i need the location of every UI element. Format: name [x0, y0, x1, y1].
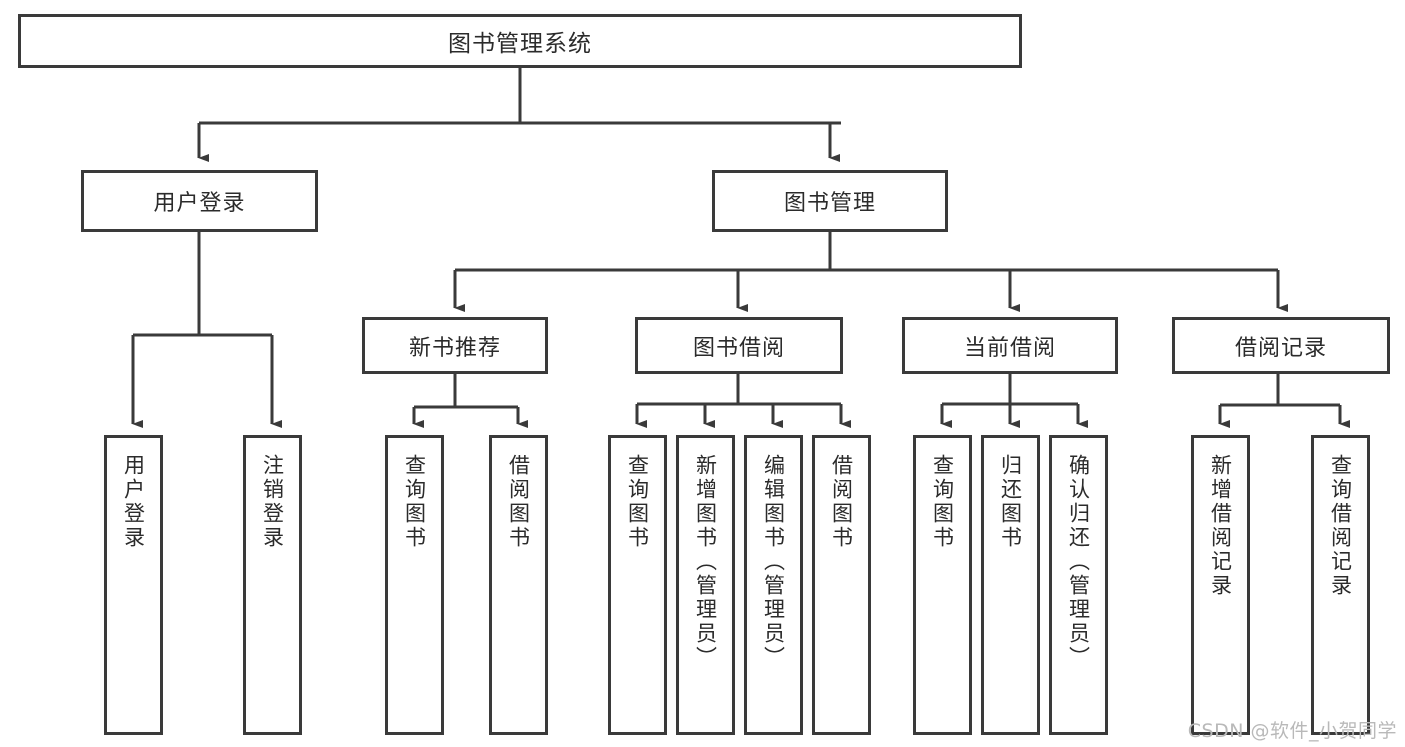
node-current-borrow[interactable]: 当前借阅	[902, 317, 1118, 374]
node-user-login[interactable]: 用户登录	[81, 170, 318, 232]
node-new-book-recommend-label: 新书推荐	[408, 335, 501, 361]
leaf-borrow-record-add[interactable]: 新增借阅记录	[1191, 435, 1250, 735]
leaf-label: 新增借阅记录	[1208, 454, 1233, 598]
node-book-management-label: 图书管理	[783, 191, 876, 216]
node-new-book-recommend[interactable]: 新书推荐	[362, 317, 548, 374]
leaf-current-borrow-confirm[interactable]: 确认归还（管理员）	[1049, 435, 1108, 735]
leaf-label: 用户登录	[121, 454, 146, 550]
leaf-book-borrow-add[interactable]: 新增图书（管理员）	[676, 435, 735, 735]
leaf-label: 编辑图书（管理员）	[761, 454, 786, 670]
leaf-label: 查询图书	[930, 454, 955, 550]
leaf-label: 查询借阅记录	[1328, 454, 1353, 598]
leaf-label: 注销登录	[260, 454, 285, 550]
leaf-user-login-login[interactable]: 用户登录	[104, 435, 163, 735]
leaf-label: 新增图书（管理员）	[693, 454, 718, 670]
leaf-label: 归还图书	[998, 454, 1023, 550]
leaf-label: 查询图书	[402, 454, 427, 550]
node-book-borrow[interactable]: 图书借阅	[635, 317, 843, 374]
node-book-management[interactable]: 图书管理	[712, 170, 948, 232]
leaf-label: 借阅图书	[829, 454, 854, 550]
watermark: CSDN @软件_小贺同学	[1187, 720, 1397, 742]
node-user-login-label: 用户登录	[153, 191, 246, 216]
leaf-label: 查询图书	[625, 454, 650, 550]
leaf-label: 确认归还（管理员）	[1066, 454, 1091, 670]
leaf-book-borrow-borrow[interactable]: 借阅图书	[812, 435, 871, 735]
node-root-label: 图书管理系统	[448, 31, 592, 57]
leaf-borrow-record-query[interactable]: 查询借阅记录	[1311, 435, 1370, 735]
leaf-current-borrow-return[interactable]: 归还图书	[981, 435, 1040, 735]
leaf-new-book-query[interactable]: 查询图书	[385, 435, 444, 735]
node-current-borrow-label: 当前借阅	[963, 335, 1056, 361]
leaf-current-borrow-query[interactable]: 查询图书	[913, 435, 972, 735]
node-borrow-record[interactable]: 借阅记录	[1172, 317, 1390, 374]
leaf-user-login-logout[interactable]: 注销登录	[243, 435, 302, 735]
node-root-system[interactable]: 图书管理系统	[18, 14, 1022, 68]
leaf-new-book-borrow[interactable]: 借阅图书	[489, 435, 548, 735]
leaf-label: 借阅图书	[506, 454, 531, 550]
node-book-borrow-label: 图书借阅	[692, 335, 785, 361]
leaf-book-borrow-query[interactable]: 查询图书	[608, 435, 667, 735]
leaf-book-borrow-edit[interactable]: 编辑图书（管理员）	[744, 435, 803, 735]
node-borrow-record-label: 借阅记录	[1234, 335, 1327, 361]
